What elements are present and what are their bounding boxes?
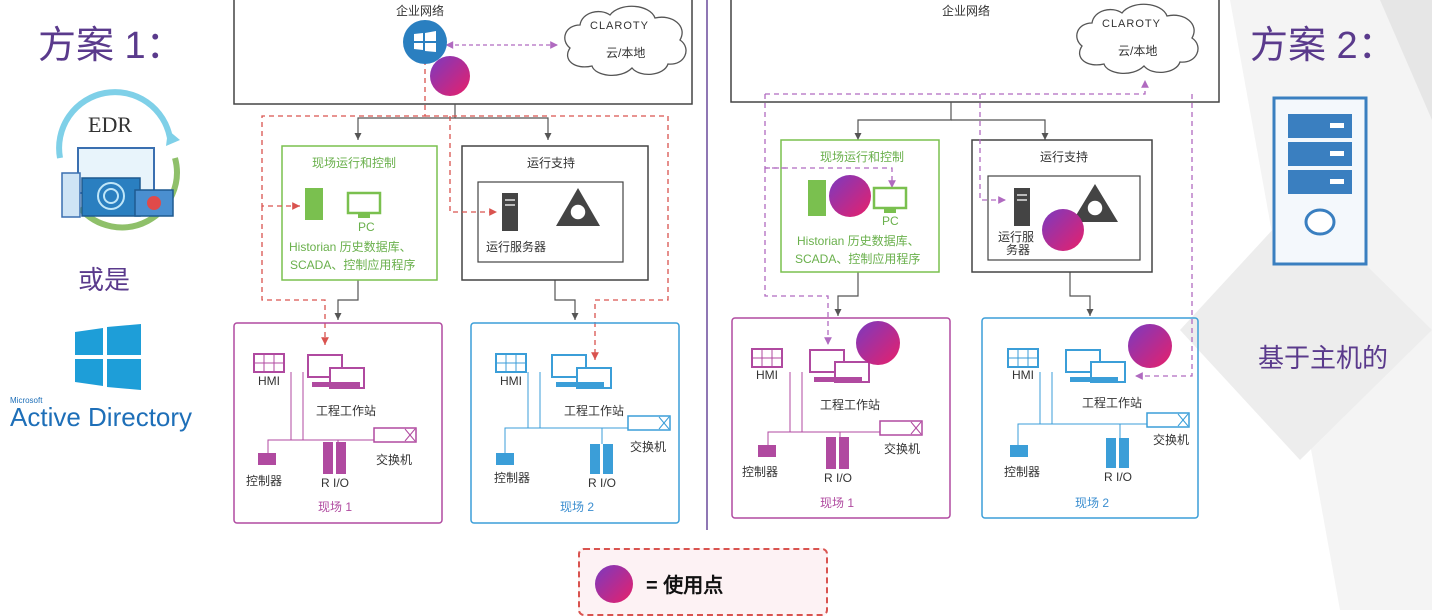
legend-label: = 使用点 bbox=[646, 575, 724, 597]
scheme-2-title: 方案 2： bbox=[1250, 25, 1396, 67]
d2-ops-server-1: 运行服 bbox=[998, 230, 1035, 244]
d2-ops-server-2: 务器 bbox=[1006, 243, 1031, 257]
d2-enterprise-label: 企业网络 bbox=[942, 4, 991, 18]
d1-switch-a: 交换机 bbox=[376, 453, 413, 467]
d1-ops-support-label: 运行支持 bbox=[527, 156, 576, 170]
d2-switch-a: 交换机 bbox=[884, 442, 921, 456]
d1-controller-a: 控制器 bbox=[246, 474, 283, 488]
d2-scada-label: SCADA、控制应用程序 bbox=[795, 252, 921, 266]
d2-ops-control-label: 现场运行和控制 bbox=[820, 150, 905, 164]
d2-site-2: 现场 2 bbox=[1075, 496, 1110, 510]
d1-scada-label: SCADA、控制应用程序 bbox=[290, 258, 416, 272]
d2-switch-b: 交换机 bbox=[1153, 433, 1190, 447]
d1-site-2: 现场 2 bbox=[560, 500, 595, 514]
d2-rio-b: R I/O bbox=[1104, 470, 1133, 484]
d1-eng-ws-a: 工程工作站 bbox=[316, 404, 377, 418]
use-point-icon bbox=[595, 565, 633, 603]
d1-enterprise-label: 企业网络 bbox=[396, 4, 445, 18]
server-icon bbox=[1272, 96, 1368, 266]
d2-hmi-b: HMI bbox=[1012, 368, 1034, 382]
or-label: 或是 bbox=[78, 265, 131, 295]
d2-controller-a: 控制器 bbox=[742, 465, 779, 479]
d2-eng-ws-a: 工程工作站 bbox=[820, 398, 881, 412]
edr-label: EDR bbox=[88, 112, 132, 137]
d2-cloud-brand: CLAROTY bbox=[1102, 18, 1161, 30]
edr-graphic bbox=[40, 78, 190, 238]
d2-site-1: 现场 1 bbox=[820, 496, 855, 510]
d2-historian-label: Historian 历史数据库、 bbox=[797, 234, 920, 248]
d1-hmi-b: HMI bbox=[500, 374, 522, 388]
d1-pc-label: PC bbox=[358, 220, 375, 234]
d1-controller-b: 控制器 bbox=[494, 471, 531, 485]
d2-rio-a: R I/O bbox=[824, 471, 853, 485]
d2-ops-support-label: 运行支持 bbox=[1040, 150, 1089, 164]
scheme-1-title: 方案 1： bbox=[38, 25, 184, 67]
active-directory-label: Active Directory bbox=[10, 402, 193, 432]
d1-site-1: 现场 1 bbox=[318, 500, 353, 514]
ad-microsoft-label: Microsoft bbox=[10, 396, 43, 405]
d2-controller-b: 控制器 bbox=[1004, 465, 1041, 479]
d1-rio-a: R I/O bbox=[321, 476, 350, 490]
d1-ops-control-label: 现场运行和控制 bbox=[312, 156, 397, 170]
legend-box: = 使用点 bbox=[578, 548, 828, 616]
d1-ops-server-label: 运行服务器 bbox=[486, 240, 547, 254]
d1-switch-b: 交换机 bbox=[630, 440, 667, 454]
host-based-label: 基于主机的 bbox=[1258, 344, 1389, 373]
d2-hmi-a: HMI bbox=[756, 368, 778, 382]
d1-hmi-a: HMI bbox=[258, 374, 280, 388]
d1-rio-b: R I/O bbox=[588, 476, 617, 490]
d2-eng-ws-b: 工程工作站 bbox=[1082, 396, 1143, 410]
d1-cloud-brand: CLAROTY bbox=[590, 20, 649, 32]
d1-cloud-label: 云/本地 bbox=[606, 46, 646, 60]
d2-pc-label: PC bbox=[882, 214, 899, 228]
d1-historian-label: Historian 历史数据库、 bbox=[289, 240, 412, 254]
d2-cloud-label: 云/本地 bbox=[1118, 44, 1158, 58]
d1-eng-ws-b: 工程工作站 bbox=[564, 404, 625, 418]
windows-logo-icon bbox=[75, 324, 141, 390]
